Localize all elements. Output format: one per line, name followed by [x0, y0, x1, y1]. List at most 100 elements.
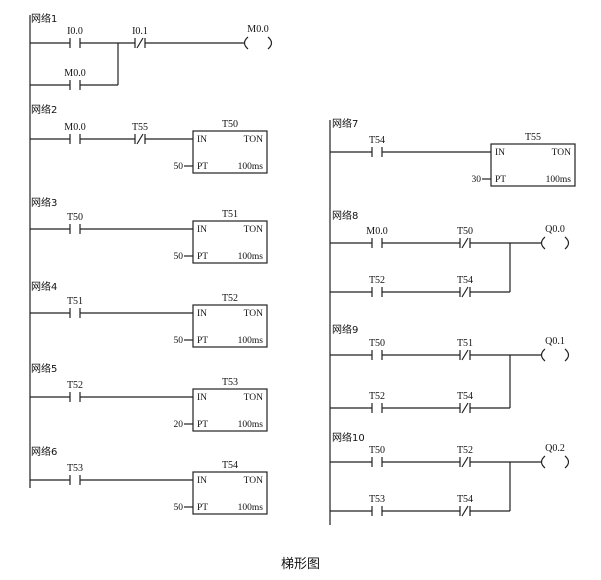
coil-left-arc [540, 455, 546, 469]
timer-type: TON [244, 393, 263, 403]
contact-label: T52 [457, 445, 473, 456]
timer-pt-pin: PT [197, 420, 208, 430]
coil-left-arc [243, 36, 249, 50]
timer-preset: 50 [174, 162, 184, 172]
timer-base: 100ms [238, 420, 264, 430]
timer-in-pin: IN [495, 148, 505, 158]
coil-label: Q0.0 [545, 224, 565, 235]
timer-preset: 30 [472, 175, 482, 185]
timer-box [192, 471, 268, 515]
contact-label: T52 [369, 275, 385, 286]
contact-label: T50 [369, 445, 385, 456]
coil-left-arc [540, 236, 546, 250]
timer-in-pin: IN [197, 309, 207, 319]
timer-name: T54 [222, 460, 238, 471]
contact-label: T50 [457, 226, 473, 237]
timer-base: 100ms [238, 162, 264, 172]
contact-label: T51 [67, 296, 83, 307]
timer-type: TON [552, 148, 571, 158]
timer-box [490, 143, 576, 187]
timer-name: T51 [222, 209, 238, 220]
contact-slash [136, 37, 144, 49]
contact-label: T50 [369, 338, 385, 349]
timer-in-pin: IN [197, 476, 207, 486]
timer-box [192, 388, 268, 432]
timer-name: T55 [525, 132, 541, 143]
contact-label: I0.0 [67, 26, 83, 37]
network-label: 网络9 [332, 323, 358, 336]
contact-label: T54 [457, 391, 473, 402]
timer-preset: 20 [174, 420, 184, 430]
timer-in-pin: IN [197, 135, 207, 145]
contact-label: T54 [457, 275, 473, 286]
contact-slash [461, 456, 469, 468]
timer-type: TON [244, 135, 263, 145]
network-label: 网络4 [31, 280, 57, 293]
network-label: 网络6 [31, 445, 57, 458]
contact-slash [461, 349, 469, 361]
timer-type: TON [244, 225, 263, 235]
coil-label: M0.0 [247, 24, 268, 35]
timer-preset: 50 [174, 252, 184, 262]
timer-box [192, 220, 268, 264]
figure-caption: 梯形图 [280, 557, 320, 572]
contact-label: T55 [132, 122, 148, 133]
network-label: 网络3 [31, 196, 57, 209]
coil-right-arc [564, 455, 570, 469]
timer-in-pin: IN [197, 393, 207, 403]
contact-label: T53 [369, 494, 385, 505]
contact-slash [461, 402, 469, 414]
coil-label: Q0.1 [545, 336, 565, 347]
coil-right-arc [267, 36, 273, 50]
timer-box [192, 304, 268, 348]
network-label: 网络7 [332, 117, 358, 130]
timer-base: 100ms [238, 336, 264, 346]
contact-slash [461, 505, 469, 517]
contact-label: M0.0 [64, 122, 85, 133]
contact-label: M0.0 [64, 68, 85, 79]
network-label: 网络8 [332, 209, 358, 222]
timer-base: 100ms [238, 503, 264, 513]
contact-label: T54 [369, 135, 385, 146]
network-label: 网络10 [332, 431, 365, 444]
timer-preset: 50 [174, 503, 184, 513]
coil-right-arc [564, 236, 570, 250]
timer-box [192, 130, 268, 174]
contact-label: T50 [67, 212, 83, 223]
contact-label: T53 [67, 463, 83, 474]
contact-label: T52 [67, 380, 83, 391]
coil-left-arc [540, 348, 546, 362]
timer-name: T52 [222, 293, 238, 304]
timer-base: 100ms [546, 175, 572, 185]
timer-pt-pin: PT [197, 336, 208, 346]
contact-slash [461, 237, 469, 249]
contact-slash [461, 286, 469, 298]
timer-type: TON [244, 309, 263, 319]
timer-pt-pin: PT [495, 175, 506, 185]
timer-preset: 50 [174, 336, 184, 346]
timer-name: T50 [222, 119, 238, 130]
contact-label: T54 [457, 494, 473, 505]
contact-label: T51 [457, 338, 473, 349]
timer-in-pin: IN [197, 225, 207, 235]
timer-pt-pin: PT [197, 162, 208, 172]
timer-name: T53 [222, 377, 238, 388]
network-label: 网络1 [31, 12, 57, 25]
network-label: 网络5 [31, 362, 57, 375]
coil-label: Q0.2 [545, 443, 565, 454]
timer-type: TON [244, 476, 263, 486]
coil-right-arc [564, 348, 570, 362]
network-label: 网络2 [31, 103, 57, 116]
timer-pt-pin: PT [197, 252, 208, 262]
contact-label: M0.0 [366, 226, 387, 237]
